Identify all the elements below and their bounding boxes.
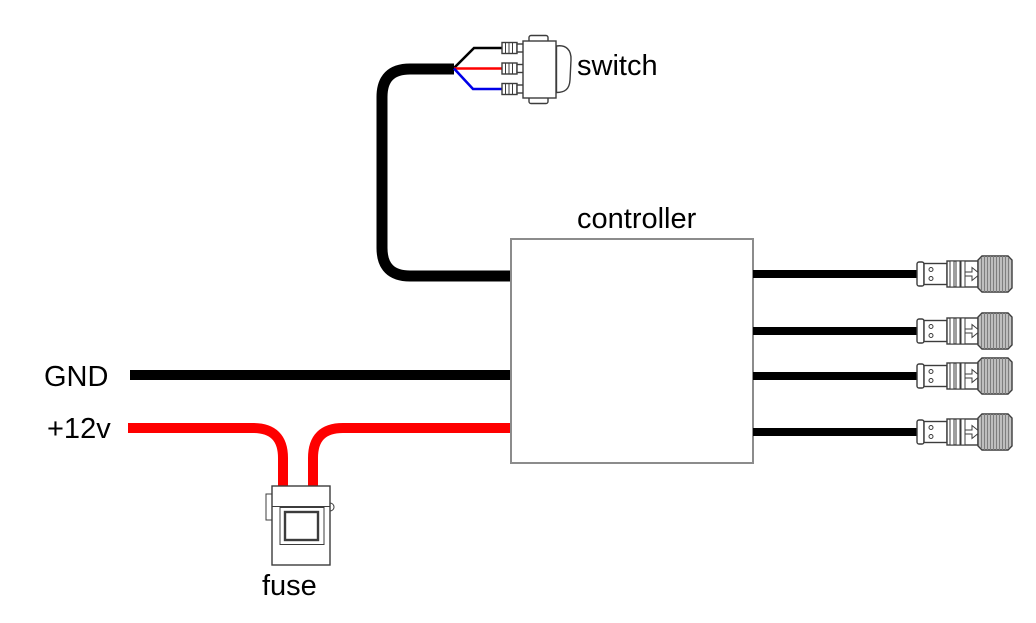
rocker-switch [501, 34, 572, 105]
power-label: +12v [47, 413, 111, 445]
controller-label: controller [577, 203, 697, 235]
switch-terminal-1 [501, 41, 525, 55]
fuse-element [283, 510, 320, 542]
switch-label: switch [577, 50, 658, 82]
switch-rocker [555, 45, 572, 94]
power-wire-to-fuse [128, 423, 288, 492]
switch-body [522, 40, 557, 99]
output-connector-3 [916, 357, 1013, 395]
power-wire-from-fuse [308, 423, 511, 492]
fuse-holder [265, 485, 335, 566]
switch-terminal-2 [501, 62, 525, 75]
switch-terminal-3 [501, 82, 525, 96]
fuse-label: fuse [262, 570, 317, 602]
switch-wire-black [453, 46, 503, 69]
switch-wire-blue [453, 67, 503, 91]
controller-box [510, 238, 754, 464]
fuse-side-tab [265, 493, 273, 521]
switch-cable [376, 63, 511, 282]
output-connector-4 [916, 413, 1013, 451]
output-connector-1 [916, 255, 1013, 293]
switch-fanout-wires [453, 46, 503, 91]
output-connector-2 [916, 312, 1013, 350]
output-wires [753, 270, 920, 436]
power-wire [128, 423, 511, 492]
gnd-label: GND [44, 361, 109, 393]
